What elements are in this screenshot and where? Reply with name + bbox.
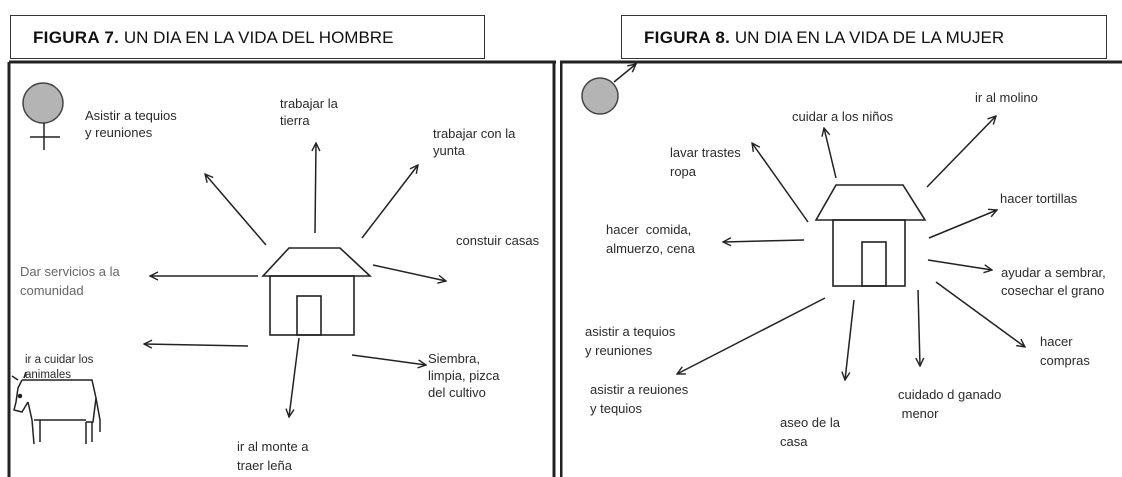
figure-7-drawing: [7, 60, 556, 477]
figure-7-caption-title: UN DIA EN LA VIDA DEL HOMBRE: [119, 28, 394, 47]
female-symbol-icon: [22, 82, 64, 150]
label-trabajar-yunta: trabajar con la yunta: [433, 126, 516, 158]
arrow-comida: [723, 240, 805, 242]
arrow-tierra: [315, 143, 316, 234]
label-asistir-reuniones: asistir a reuiones y tequios: [590, 382, 689, 416]
house-icon: [261, 247, 373, 336]
arrow-ganado: [918, 289, 920, 366]
figure-8-caption-title: UN DIA EN LA VIDA DE LA MUJER: [730, 28, 1005, 47]
arrow-casas: [372, 264, 446, 281]
arrow-trastes: [752, 143, 809, 223]
label-hacer-tortillas: hacer tortillas: [1000, 191, 1078, 206]
label-asistir-tequios: asistir a tequios y reuniones: [585, 324, 676, 358]
label-hacer-compras: hacer compras: [1040, 334, 1090, 368]
arrow-molino: [926, 116, 996, 188]
figure-8-drawing: [560, 60, 1122, 477]
label-ir-molino: ir al molino: [975, 90, 1038, 105]
label-siembra-cultivo: Siembra, limpia, pizca del cultivo: [428, 351, 500, 400]
figure-7-caption: FIGURA 7. UN DIA EN LA VIDA DEL HOMBRE: [10, 15, 485, 59]
label-hacer-comida: hacer comida, almuerzo, cena: [606, 222, 695, 256]
label-ayudar-sembrar: ayudar a sembrar, cosechar el grano: [1001, 265, 1106, 298]
arrow-reuniones: [677, 297, 826, 374]
label-asistir-tequios: Asistir a tequios y reuniones: [85, 108, 177, 140]
figure-7-caption-number: FIGURA 7.: [33, 28, 120, 47]
figure-8-caption-number: FIGURA 8.: [644, 28, 731, 47]
arrow-compras: [935, 281, 1025, 347]
figure-7-panel: FIGURA 7. UN DIA EN LA VIDA DEL HOMBRE A…: [0, 0, 560, 477]
arrow-monte: [289, 337, 300, 417]
arrow-tortillas: [928, 210, 997, 239]
house-icon: [814, 184, 927, 287]
label-cuidar-animales: ir a cuidar los animales: [25, 354, 94, 381]
label-aseo-casa: aseo de la casa: [780, 415, 840, 449]
arrow-ninos: [824, 128, 837, 179]
arrow-sembrar: [927, 259, 992, 270]
label-construir-casas: constuir casas: [456, 233, 540, 248]
label-traer-lena: ir al monte a traer leña: [237, 439, 309, 473]
arrow-siembra: [351, 354, 426, 365]
cow-icon: [11, 371, 101, 445]
label-cuidar-ninos: cuidar a los niños: [792, 109, 894, 124]
label-lavar-trastes: lavar trastes ropa: [670, 145, 741, 179]
arrow-tequios: [205, 174, 267, 246]
figure-8-panel: FIGURA 8. UN DIA EN LA VIDA DE LA MUJER …: [560, 0, 1122, 477]
label-trabajar-tierra: trabajar la tierra: [280, 96, 338, 128]
male-symbol-icon: [581, 64, 636, 115]
arrow-aseo: [845, 299, 855, 380]
figure-8-caption: FIGURA 8. UN DIA EN LA VIDA DE LA MUJER: [621, 15, 1107, 59]
arrow-animales: [144, 344, 249, 346]
arrow-yunta: [361, 165, 418, 239]
label-servicios-comunidad: Dar servicios a la comunidad: [20, 264, 120, 298]
label-cuidado-ganado: cuidado d ganado menor: [898, 387, 1002, 421]
